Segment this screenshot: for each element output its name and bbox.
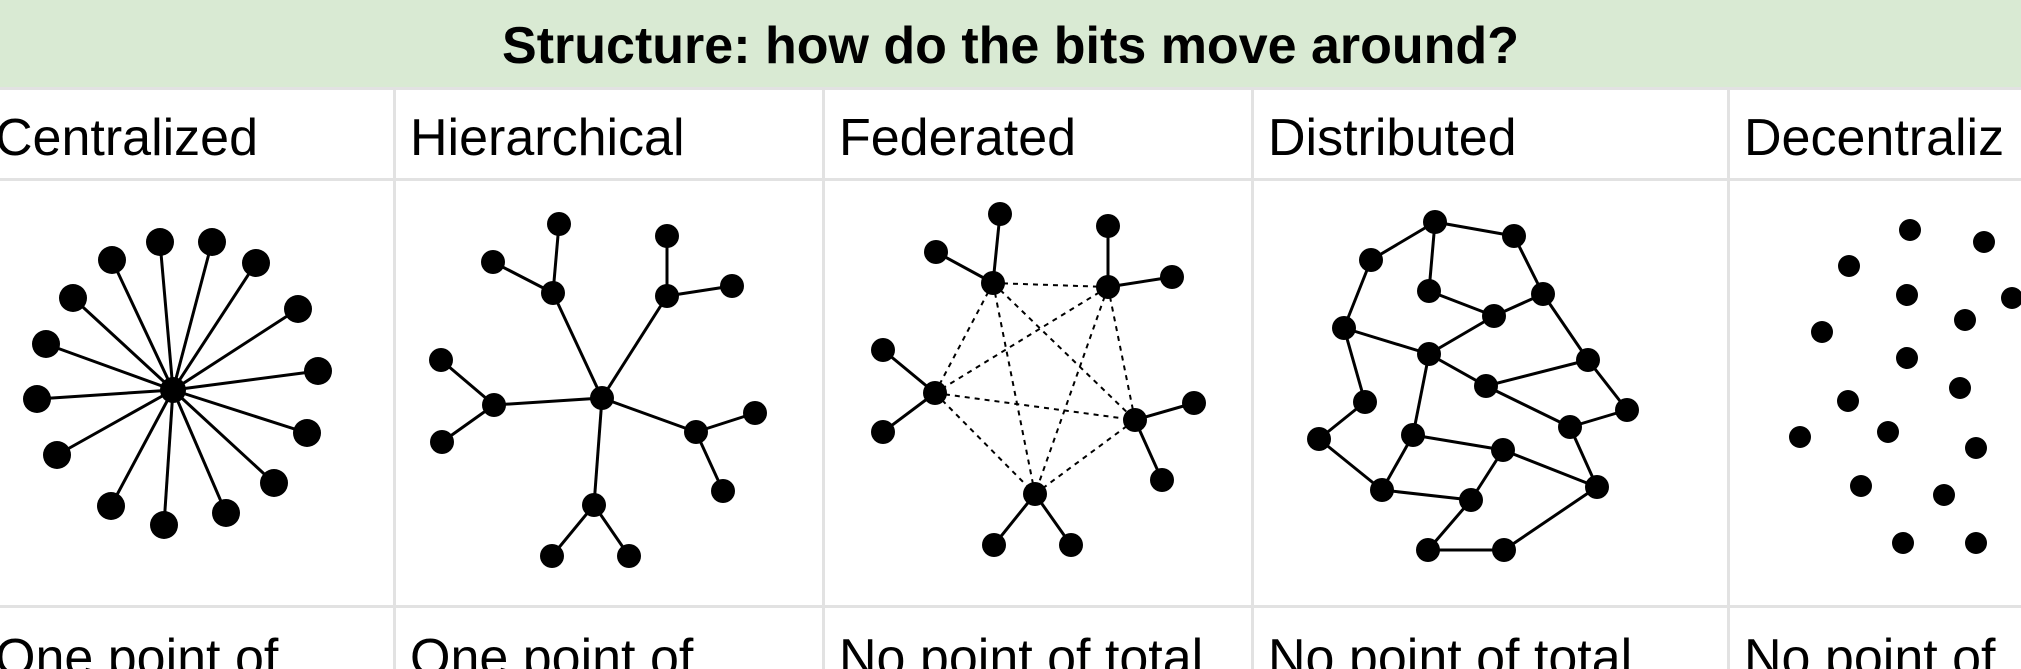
- column-description-hierarchical: One point of: [410, 629, 694, 669]
- centralized-network-diagram: [23, 228, 332, 539]
- column-description-centralized: One point of: [0, 629, 279, 669]
- column-divider: [393, 90, 396, 669]
- column-label-decentralized: Decentraliz: [1744, 109, 2005, 167]
- column-divider: [1251, 90, 1254, 669]
- column-description-distributed: No point of total: [1268, 629, 1633, 669]
- column-label-centralized: Centralized: [0, 109, 259, 167]
- column-divider: [822, 90, 825, 669]
- table-header: Structure: how do the bits move around?: [0, 0, 2021, 90]
- column-label-federated: Federated: [839, 109, 1077, 167]
- distributed-network-diagram: [1307, 210, 1639, 562]
- row-divider: [0, 605, 2021, 608]
- row-divider: [0, 178, 2021, 181]
- column-label-hierarchical: Hierarchical: [410, 109, 685, 167]
- column-description-decentralized: No point of: [1744, 629, 1996, 669]
- table-title: Structure: how do the bits move around?: [502, 17, 1519, 75]
- federated-network-diagram: [871, 202, 1206, 557]
- decentralized-network-diagram: [1789, 219, 2021, 554]
- column-description-federated: No point of total: [839, 629, 1204, 669]
- column-label-distributed: Distributed: [1268, 109, 1517, 167]
- column-divider: [1727, 90, 1730, 669]
- hierarchical-network-diagram: [429, 212, 767, 568]
